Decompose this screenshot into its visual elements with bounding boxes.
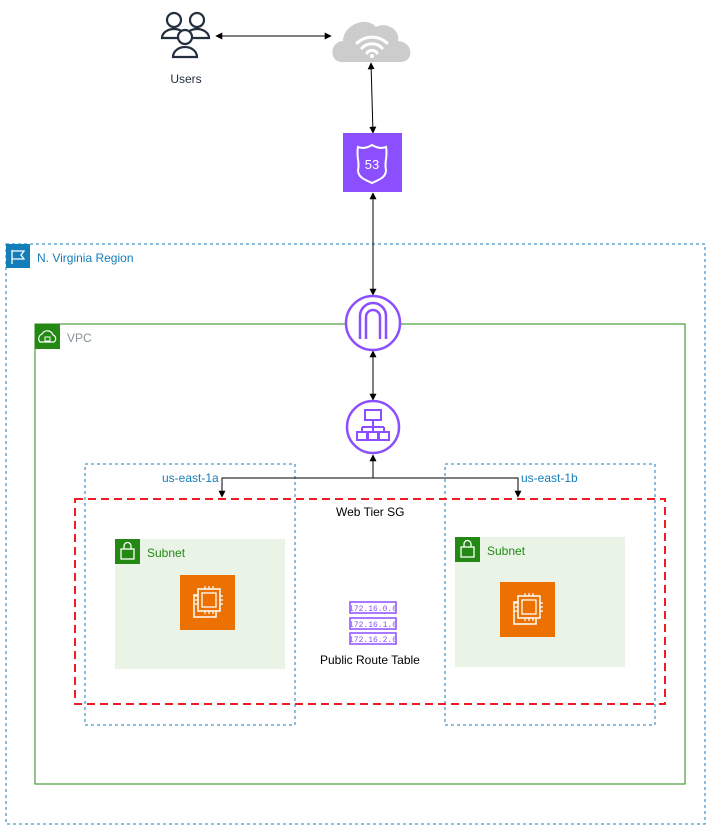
route-table-icon: 172.16.0.0 172.16.1.0 172.16.2.0 <box>349 601 397 645</box>
vpc-icon <box>35 324 60 349</box>
route-entry <box>349 601 397 614</box>
users-label: Users <box>170 72 202 86</box>
security-group-label: Web Tier SG <box>336 505 405 519</box>
route-entry <box>349 617 397 630</box>
ec2-instance-icon <box>180 575 235 630</box>
internet-cloud-icon <box>332 21 411 62</box>
alb-az-b-connector <box>373 477 522 498</box>
internet-gateway-icon <box>344 294 402 352</box>
subnet-lock-icon <box>115 539 140 564</box>
route-entry-text: 172.16.2.0 <box>349 636 397 645</box>
subnet-a-label: Subnet <box>147 546 186 560</box>
region-boundary <box>5 243 706 825</box>
internet-route53-connector <box>367 62 377 134</box>
security-group-boundary <box>74 498 666 705</box>
load-balancer-icon <box>345 399 401 455</box>
availability-zone-a-label: us-east-1a <box>162 471 219 485</box>
ec2-instance-icon <box>500 582 555 637</box>
route-table-label: Public Route Table <box>320 653 420 667</box>
availability-zone-b <box>444 463 656 726</box>
vpc-label: VPC <box>67 331 92 345</box>
subnet-lock-icon <box>455 537 480 562</box>
route-entry <box>349 632 397 645</box>
route-entry-text: 172.16.0.0 <box>349 605 397 614</box>
region-flag-icon <box>6 244 30 268</box>
route-entry-text: 172.16.1.0 <box>349 621 397 630</box>
route53-badge-text: 53 <box>365 157 379 172</box>
users-icon <box>160 11 211 59</box>
subnet-b-label: Subnet <box>487 544 526 558</box>
availability-zone-b-label: us-east-1b <box>521 471 578 485</box>
availability-zone-a <box>84 463 296 726</box>
region-label: N. Virginia Region <box>37 251 134 265</box>
alb-az-a-connector <box>218 477 373 498</box>
route53-icon: 53 <box>343 133 402 192</box>
